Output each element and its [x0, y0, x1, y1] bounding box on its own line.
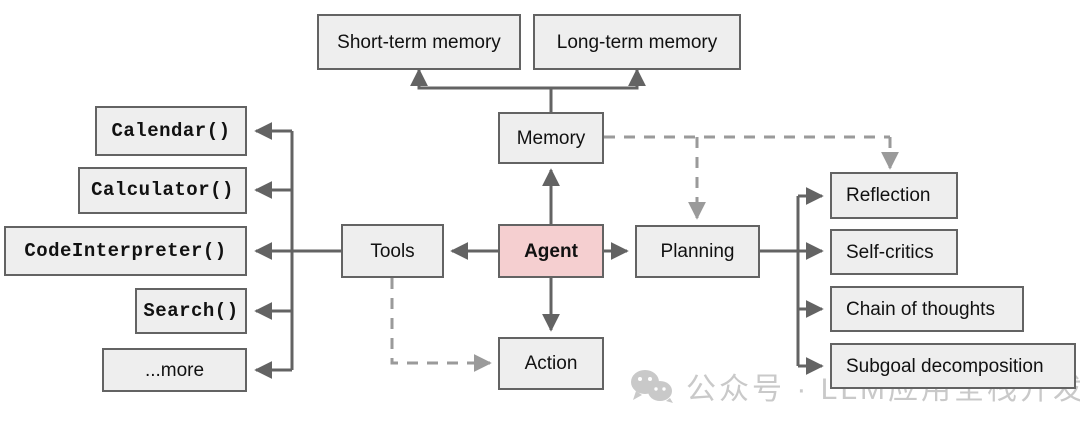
- node-subgoal-decomposition[interactable]: Subgoal decomposition: [830, 343, 1076, 389]
- node-reflection[interactable]: Reflection: [830, 172, 958, 219]
- node-tools[interactable]: Tools: [341, 224, 444, 278]
- node-chain-of-thoughts[interactable]: Chain of thoughts: [830, 286, 1024, 332]
- node-label: Long-term memory: [556, 31, 718, 53]
- node-label: ...more: [144, 359, 205, 381]
- node-label: Action: [524, 353, 578, 374]
- edge-memory-to-shortterm: [410, 68, 553, 112]
- node-action[interactable]: Action: [498, 337, 604, 390]
- node-label: Memory: [516, 127, 586, 149]
- node-search[interactable]: Search(): [135, 288, 247, 334]
- node-memory[interactable]: Memory: [498, 112, 604, 164]
- node-planning[interactable]: Planning: [635, 225, 760, 278]
- node-more[interactable]: ...more: [102, 348, 247, 392]
- node-label: Calendar(): [111, 119, 231, 142]
- node-label: Chain of thoughts: [846, 298, 995, 320]
- node-label: Reflection: [846, 185, 931, 206]
- edge-tools-spine: [290, 131, 341, 370]
- edge-tools-dashed-to-action: [390, 278, 492, 372]
- node-label: Agent: [524, 240, 578, 262]
- node-calculator[interactable]: Calculator(): [78, 167, 247, 214]
- edge-planning-spine: [760, 196, 800, 366]
- node-code-interpreter[interactable]: CodeInterpreter(): [4, 226, 247, 276]
- node-label: Short-term memory: [337, 31, 501, 53]
- node-label: Self-critics: [846, 241, 934, 263]
- edge-memory-to-longterm: [549, 68, 646, 112]
- node-label: Subgoal decomposition: [846, 355, 1044, 377]
- node-label: Search(): [143, 299, 239, 322]
- node-long-term-memory[interactable]: Long-term memory: [533, 14, 741, 70]
- node-calendar[interactable]: Calendar(): [95, 106, 247, 156]
- node-short-term-memory[interactable]: Short-term memory: [317, 14, 521, 70]
- node-label: Tools: [370, 240, 415, 262]
- node-label: CodeInterpreter(): [24, 239, 227, 262]
- node-agent[interactable]: Agent: [498, 224, 604, 278]
- node-label: Planning: [660, 241, 735, 262]
- node-self-critics[interactable]: Self-critics: [830, 229, 958, 275]
- node-label: Calculator(): [91, 179, 234, 201]
